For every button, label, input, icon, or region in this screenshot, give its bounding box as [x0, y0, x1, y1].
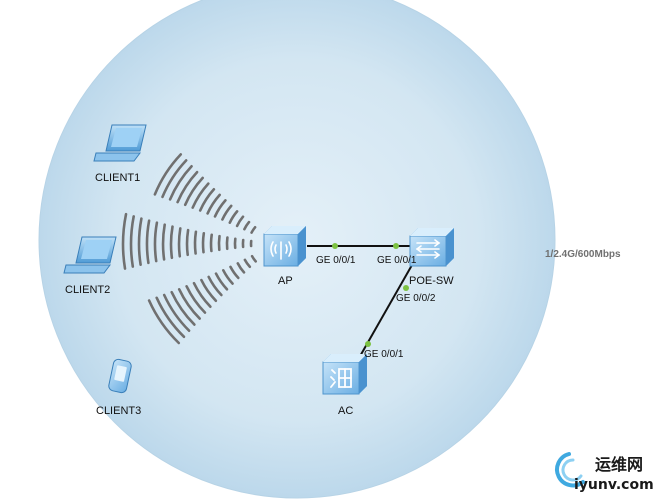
label-client2: CLIENT2 — [65, 284, 110, 296]
signal-arc — [176, 170, 199, 204]
signal-arc — [236, 262, 246, 274]
site-watermark-logo — [555, 452, 585, 488]
signal-arc — [161, 223, 166, 261]
signal-arc — [193, 230, 198, 255]
rate-annotation: 1/2.4G/600Mbps — [545, 249, 621, 260]
signal-arc — [168, 165, 193, 201]
signal-arc — [129, 215, 135, 268]
signal-arc — [201, 232, 206, 254]
watermark-text-cn: 运维网 — [595, 455, 643, 474]
signal-arc — [200, 278, 218, 303]
link-port-dots — [332, 243, 409, 347]
signal-arc — [177, 288, 201, 320]
signal-arc — [250, 254, 257, 263]
laptop-icon-client1[interactable] — [93, 124, 147, 162]
signal-arc — [214, 272, 229, 291]
phone-icon-client3[interactable] — [108, 358, 132, 394]
label-ac: AC — [338, 405, 353, 417]
signal-arc — [206, 193, 221, 215]
poe-switch-icon[interactable] — [409, 228, 454, 267]
signal-arc — [145, 219, 151, 265]
port-dot-sw-down — [403, 285, 409, 291]
port-dot-ap — [332, 243, 338, 249]
label-ap: AP — [278, 275, 293, 287]
label-client3: CLIENT3 — [96, 405, 141, 417]
signal-arc — [162, 293, 191, 332]
port-label-sw-ac: GE 0/0/2 — [396, 293, 436, 304]
access-point-icon[interactable] — [263, 226, 306, 267]
signal-arc — [177, 227, 182, 258]
port-dot-sw-left — [393, 243, 399, 249]
signal-arc — [198, 188, 216, 212]
signal-arc — [147, 299, 181, 345]
port-label-sw-ap: GE 0/0/1 — [377, 255, 417, 266]
signal-arc — [209, 233, 213, 253]
signal-arc — [161, 159, 188, 199]
port-label-ac: GE 0/0/1 — [364, 349, 404, 360]
label-client1: CLIENT1 — [95, 172, 140, 184]
port-label-ap: GE 0/0/1 — [316, 255, 356, 266]
watermark-text-en: iyunv.com — [574, 477, 654, 493]
laptop-icon-client2[interactable] — [63, 236, 117, 274]
signal-arc — [170, 290, 196, 326]
label-poe-sw: POE-SW — [409, 275, 454, 287]
signal-arc — [153, 221, 159, 263]
wifi-signal-arcs — [121, 153, 257, 345]
signal-arc — [191, 182, 210, 209]
signal-arc — [228, 210, 239, 224]
signal-arc — [217, 234, 221, 252]
signal-arc — [243, 258, 252, 269]
signal-arc — [250, 226, 257, 234]
signal-arc — [137, 217, 143, 266]
port-dot-ac — [365, 341, 371, 347]
signal-arc — [222, 269, 234, 285]
signal-arc — [207, 275, 223, 297]
signal-arc — [155, 296, 186, 339]
signal-arc — [235, 215, 245, 228]
signal-arc — [192, 281, 212, 308]
signal-arc — [229, 265, 240, 280]
signal-arc — [243, 220, 251, 231]
signal-arc — [213, 199, 227, 218]
signal-arc — [153, 153, 183, 196]
signal-arc — [169, 225, 174, 260]
signal-arc — [185, 228, 190, 257]
signal-arc — [221, 204, 233, 221]
signal-arc — [121, 212, 128, 270]
signal-arc — [185, 285, 207, 314]
signal-arc — [183, 176, 204, 207]
access-controller-icon[interactable] — [322, 354, 367, 395]
